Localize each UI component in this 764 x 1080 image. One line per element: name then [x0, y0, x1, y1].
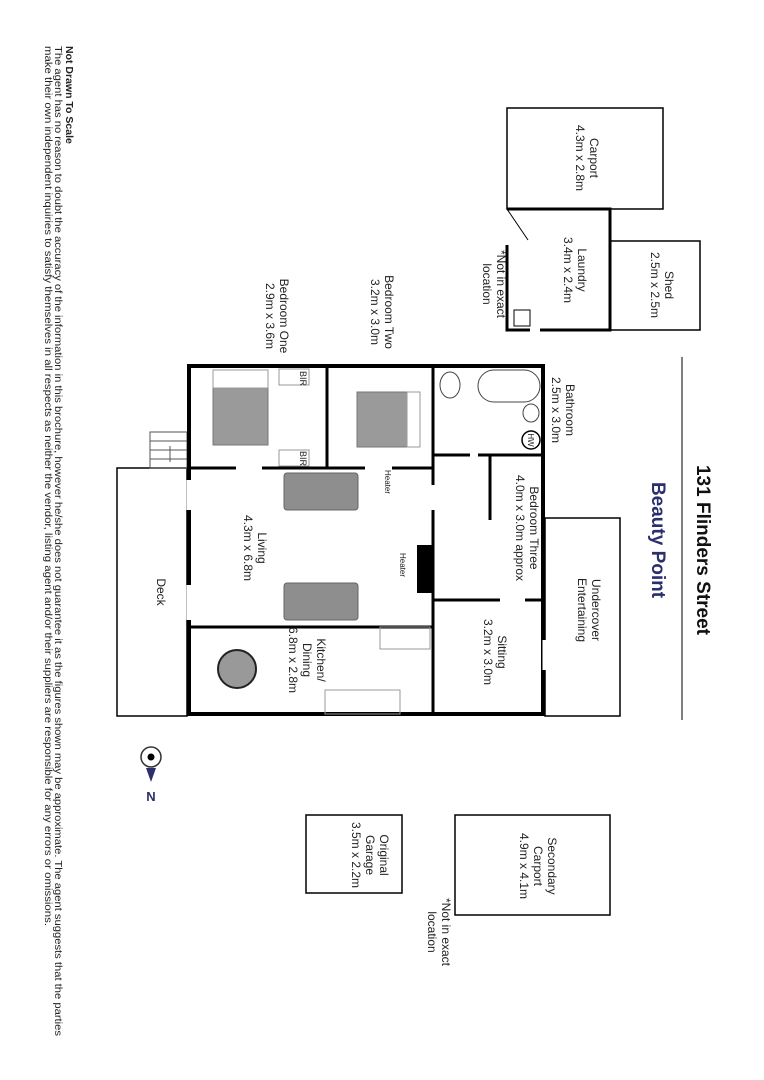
disclaimer-heading: Not Drawn To Scale: [63, 46, 75, 144]
not-exact-location-note-2: *Not in exactlocation: [425, 898, 453, 967]
bathtub: [477, 369, 541, 403]
shed-label: Shed2.5m x 2.5m: [648, 252, 676, 318]
deck-label: Deck: [154, 578, 168, 606]
dining-table: [217, 649, 257, 689]
compass-north-label: N: [146, 789, 155, 804]
heater-label-1: Heater: [398, 553, 407, 577]
page-subtitle: Beauty Point: [647, 482, 668, 599]
sofa-2: [283, 582, 359, 621]
deck: [116, 467, 188, 717]
disclaimer-line-1: The agent has no reason to doubt the acc…: [52, 46, 64, 1036]
compass-icon: N: [140, 746, 162, 804]
sitting-label: Sitting3.2m x 3.0m: [481, 619, 509, 685]
fireplace-heater: [417, 545, 433, 593]
not-exact-location-note: *Not in exactlocation: [480, 250, 508, 319]
secondary-carport-label: SecondaryCarport4.9m x 4.1m: [517, 833, 559, 899]
living-label: Living4.3m x 6.8m: [241, 515, 269, 581]
main-house: BIR BIR HW Heater Heater Living4.3m x 6.…: [186, 364, 548, 716]
bedroom-three-label: Bedroom Three4.0m x 3.0m approx: [513, 475, 541, 581]
carport-label: Carport4.3m x 2.8m: [573, 125, 601, 191]
toilet: [439, 371, 461, 399]
bir-label-2: BIR: [298, 451, 308, 467]
disclaimer: Not Drawn To Scale The agent has no reas…: [42, 46, 75, 1036]
outbuildings-top: Carport4.3m x 2.8m Laundry3.4m x 2.4m Sh…: [480, 107, 701, 332]
heater-label-2: Heater: [383, 470, 392, 494]
hot-water-icon: [521, 430, 541, 450]
bathroom-label: Bathroom2.5m x 3.0m: [549, 377, 577, 443]
hw-label: HW: [526, 433, 535, 447]
bir-label-1: BIR: [298, 371, 308, 387]
bedroom-one-label: Bedroom One2.9m x 3.6m: [263, 279, 291, 354]
kitchen-label: Kitchen/Dining6.8m x 2.8m: [286, 627, 328, 693]
garage-label: OriginalGarage3.5m x 2.2m: [349, 822, 391, 888]
laundry-label: Laundry3.4m x 2.4m: [561, 237, 589, 303]
page-title: 131 Flinders Street: [692, 465, 713, 636]
stairs: [149, 431, 188, 469]
undercover-label: UndercoverEntertaining: [575, 578, 603, 642]
basin: [522, 403, 540, 423]
outbuildings-bottom: OriginalGarage3.5m x 2.2m SecondaryCarpo…: [305, 814, 611, 967]
kitchen-sink: [324, 689, 401, 715]
disclaimer-line-2: make their own independent inquiries to …: [42, 46, 54, 926]
sofa-1: [283, 472, 359, 511]
bedroom-two-label: Bedroom Two3.2m x 3.0m: [368, 275, 396, 349]
bed-two: [356, 391, 408, 448]
